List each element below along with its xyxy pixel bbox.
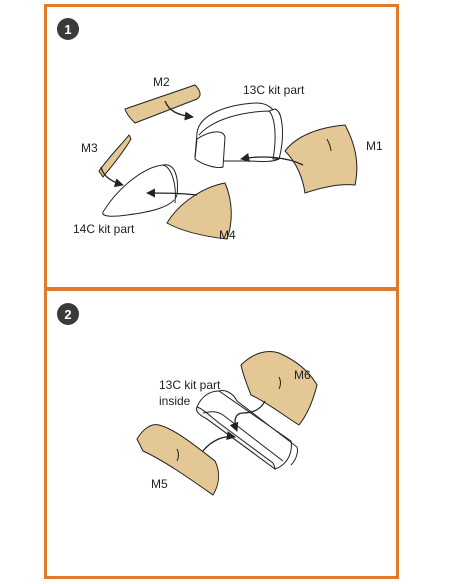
label-inside: inside xyxy=(159,394,191,408)
arrow-m3-to-14c xyxy=(100,166,124,188)
arrow-m2-to-13c xyxy=(164,100,194,121)
arrow-m5-to-13c xyxy=(202,431,236,452)
label-13c-kit-part: 13C kit part xyxy=(159,378,221,392)
mask-m3 xyxy=(98,134,132,178)
mask-m6 xyxy=(240,351,318,426)
label-m1: M1 xyxy=(366,139,383,153)
mask-m5 xyxy=(136,424,220,496)
mask-m1 xyxy=(284,124,358,194)
mask-m4 xyxy=(166,182,232,240)
arrow-m6-to-13c xyxy=(229,400,266,432)
label-13c-kit-part: 13C kit part xyxy=(243,83,305,97)
label-m4: M4 xyxy=(219,228,236,242)
step-2-diagram: M6 13C kit part inside M5 xyxy=(136,351,318,496)
label-m6: M6 xyxy=(294,368,311,382)
step-number-badge: 2 xyxy=(57,303,79,325)
label-14c-kit-part: 14C kit part xyxy=(73,222,135,236)
step-1-panel: 1 M2 13C kit part M3 xyxy=(44,4,399,290)
label-m3: M3 xyxy=(81,141,98,155)
label-m2: M2 xyxy=(153,75,170,89)
label-m5: M5 xyxy=(151,477,168,491)
step-number-badge: 1 xyxy=(57,18,79,40)
step-1-diagram: M2 13C kit part M3 M1 14C kit part M4 xyxy=(73,75,383,242)
kit-part-13c xyxy=(194,102,283,168)
step-2-panel: 2 M6 13C kit part inside M5 xyxy=(44,288,399,579)
mask-m2 xyxy=(124,84,201,124)
arrow-m1-to-13c xyxy=(240,153,304,166)
arrow-m4-to-14c xyxy=(146,188,198,198)
kit-part-14c xyxy=(102,164,178,217)
